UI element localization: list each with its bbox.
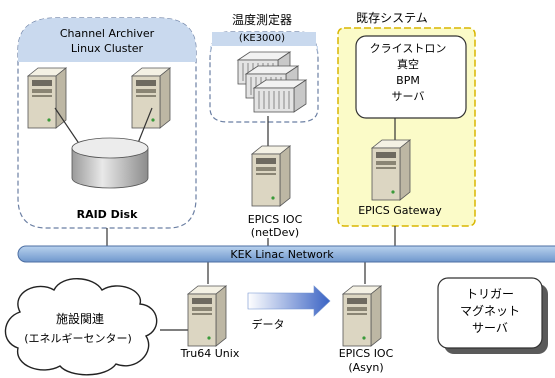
server-icon (342, 285, 382, 347)
facility-line2: (エネルギーセンター) (24, 332, 132, 345)
data-flow-label: データ (252, 317, 285, 331)
server-icon (27, 67, 67, 129)
tru64-label: Tru64 Unix (180, 347, 240, 360)
thermo-ioc-line1: EPICS IOC (248, 213, 303, 226)
system-vacuum: 真空 (397, 57, 419, 71)
asyn-line1: EPICS IOC (339, 347, 394, 360)
server-icon (371, 139, 411, 201)
system-bpm: BPM (396, 74, 420, 87)
connectors (106, 226, 396, 331)
thermo-title: 温度測定器 (232, 12, 292, 27)
asyn-line2: (Asyn) (348, 361, 383, 374)
trigger-line1: トリガー (466, 287, 514, 301)
server-icon (131, 67, 171, 129)
linac-network-bar: KEK Linac Network (17, 245, 555, 263)
trigger-line2: マグネット (460, 304, 520, 318)
server-icon (251, 145, 291, 207)
legacy-title: 既存システム (356, 11, 428, 25)
thermo-group: 温度測定器 (KE3000) EPICS IOC (netDev) (209, 12, 319, 239)
thermometer-device-icon (253, 79, 307, 113)
network-label: KEK Linac Network (230, 248, 334, 261)
gateway-label: EPICS Gateway (358, 204, 442, 217)
thermo-model: (KE3000) (239, 33, 285, 44)
trigger-magnet-box: トリガー マグネット サーバ (437, 277, 548, 354)
cluster-title-line1: Channel Archiver (60, 27, 155, 40)
tru64-node: Tru64 Unix (180, 285, 240, 360)
raid-disk-icon (71, 137, 149, 189)
archiver-cluster: Channel Archiver Linux Cluster RAID Disk (17, 17, 197, 229)
data-flow-arrow: データ (247, 285, 331, 331)
facility-line1: 施設関連 (56, 311, 104, 326)
legacy-system: 既存システム クライストロン 真空 BPM サーバ EPICS Gateway (337, 11, 476, 227)
trigger-line3: サーバ (472, 321, 508, 335)
facility-cloud: 施設関連 (エネルギーセンター) (4, 278, 158, 376)
raid-disk-label: RAID Disk (77, 208, 138, 221)
system-klystron: クライストロン (370, 42, 447, 55)
system-server: サーバ (392, 90, 425, 103)
server-icon (187, 285, 227, 347)
thermo-ioc-line2: (netDev) (251, 226, 299, 239)
cluster-title-line2: Linux Cluster (71, 42, 144, 55)
asyn-node: EPICS IOC (Asyn) (339, 285, 394, 374)
